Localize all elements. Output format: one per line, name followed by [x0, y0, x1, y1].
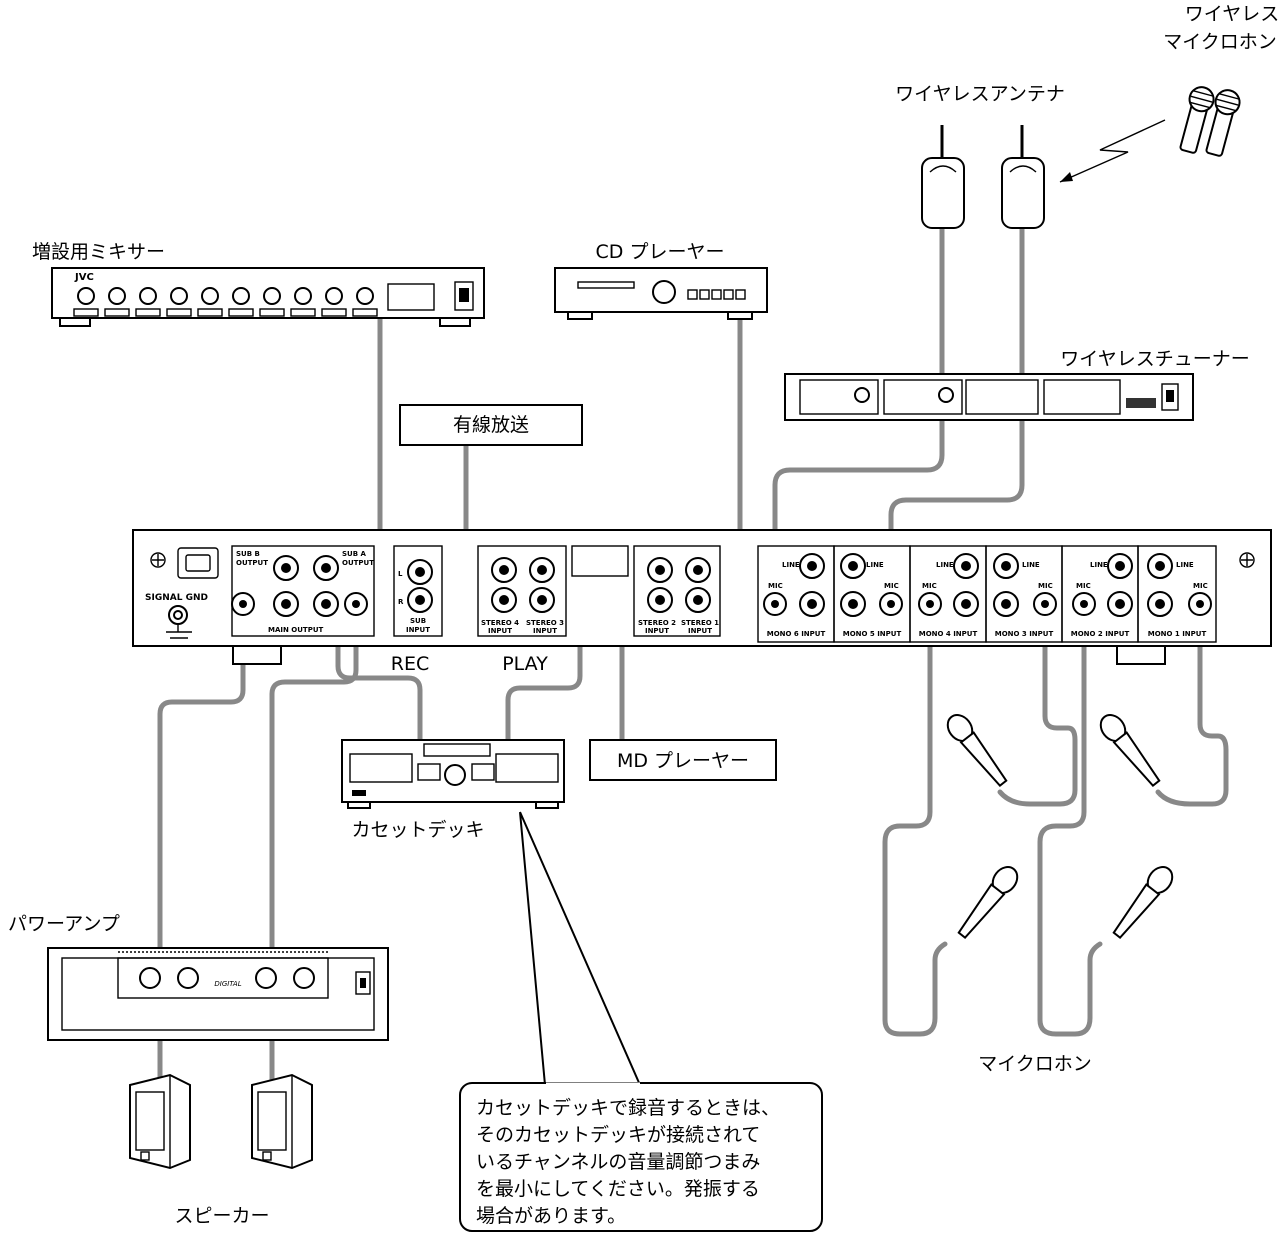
wireless-tuner — [785, 374, 1193, 420]
rec-label: REC — [391, 653, 429, 675]
wireless-microphones — [1176, 85, 1242, 158]
sub-b-output-label-2: OUTPUT — [236, 559, 268, 567]
cassette-deck — [342, 740, 564, 808]
note-line-3: いるチャンネルの音量調節つまみ — [476, 1151, 760, 1173]
mono5-mic: MIC — [884, 582, 899, 590]
mono3-label: MONO 3 INPUT — [995, 630, 1054, 638]
mono6-line: LINE — [782, 561, 800, 569]
wireless-antenna-label: ワイヤレスアンテナ — [895, 83, 1065, 105]
note-line-5: 場合があります。 — [476, 1205, 626, 1227]
mono4-mic: MIC — [922, 582, 937, 590]
mono4-label: MONO 4 INPUT — [919, 630, 978, 638]
signal-gnd-label: SIGNAL GND — [145, 593, 208, 603]
microphone-1 — [943, 710, 1012, 790]
stereo4-label-2: INPUT — [488, 627, 512, 635]
mono1-label: MONO 1 INPUT — [1148, 630, 1207, 638]
cassette-deck-label: カセットデッキ — [351, 819, 484, 841]
microphone-4 — [1108, 862, 1177, 942]
note-line-4: を最小にしてください。発振する — [476, 1178, 760, 1200]
power-amp-label: パワーアンプ — [8, 913, 120, 935]
stereo2-label-1: STEREO 2 — [638, 619, 676, 627]
sub-input-label-1: SUB — [410, 617, 426, 625]
stereo1-label-1: STEREO 1 — [681, 619, 719, 627]
wireless-antenna-2 — [1002, 125, 1044, 228]
wireless-mic-label-line1: ワイヤレス — [1185, 3, 1279, 25]
sub-a-output-label-1: SUB A — [342, 550, 366, 558]
speaker-right — [252, 1075, 312, 1168]
main-output-label: MAIN OUTPUT — [268, 626, 324, 634]
wireless-tuner-label: ワイヤレスチューナー — [1060, 348, 1249, 370]
mono6-label: MONO 6 INPUT — [767, 630, 826, 638]
cd-player — [555, 268, 767, 319]
radio-signal-icon — [1060, 120, 1165, 182]
play-label: PLAY — [502, 653, 548, 675]
mono6-mic: MIC — [768, 582, 783, 590]
mixer-brand-logo: JVC — [74, 272, 94, 283]
amp-brand-label: DIGITAL — [214, 980, 241, 988]
sub-input-label-2: INPUT — [406, 626, 430, 634]
mono1-mic: MIC — [1193, 582, 1208, 590]
mono4-line: LINE — [936, 561, 954, 569]
stereo3-label-2: INPUT — [533, 627, 557, 635]
mono3-mic: MIC — [1038, 582, 1053, 590]
mono5-label: MONO 5 INPUT — [843, 630, 902, 638]
sub-a-output-label-2: OUTPUT — [342, 559, 374, 567]
mono2-mic: MIC — [1076, 582, 1091, 590]
wireless-antenna-1 — [922, 125, 964, 228]
speaker-label: スピーカー — [174, 1205, 269, 1227]
recording-note-callout: カセットデッキで録音するときは、 そのカセットデッキが接続されて いるチャンネル… — [460, 812, 822, 1231]
stereo4-label-1: STEREO 4 — [481, 619, 519, 627]
speaker-left — [130, 1075, 190, 1168]
mono5-line: LINE — [866, 561, 884, 569]
note-line-2: そのカセットデッキが接続されて — [476, 1124, 760, 1146]
stereo1-label-2: INPUT — [688, 627, 712, 635]
expansion-mixer: JVC — [52, 268, 484, 326]
microphone-label: マイクロホン — [978, 1053, 1092, 1075]
microphone-3 — [953, 862, 1022, 942]
md-player-box: MD プレーヤー — [590, 740, 776, 780]
sub-input-r: R — [398, 598, 404, 606]
stereo3-label-1: STEREO 3 — [526, 619, 564, 627]
sub-b-output-label-1: SUB B — [236, 550, 260, 558]
mono1-line: LINE — [1176, 561, 1194, 569]
cd-player-label: CD プレーヤー — [596, 241, 725, 263]
note-line-1: カセットデッキで録音するときは、 — [476, 1097, 780, 1119]
power-amp: DIGITAL — [48, 948, 388, 1040]
wired-broadcast-box: 有線放送 — [400, 405, 582, 445]
wired-broadcast-label: 有線放送 — [453, 414, 529, 436]
mono2-label: MONO 2 INPUT — [1071, 630, 1130, 638]
microphone-2 — [1096, 710, 1165, 790]
wireless-mic-label-line2: マイクロホン — [1163, 31, 1277, 53]
sub-input-l: L — [398, 570, 403, 578]
stereo2-label-2: INPUT — [645, 627, 669, 635]
mono2-line: LINE — [1090, 561, 1108, 569]
expansion-mixer-label: 増設用ミキサー — [32, 241, 165, 263]
md-player-label: MD プレーヤー — [617, 750, 749, 772]
mono3-line: LINE — [1022, 561, 1040, 569]
mixer-rear-panel: SIGNAL GND SUB B OUTPUT SUB A OUTPUT MAI… — [133, 530, 1271, 664]
